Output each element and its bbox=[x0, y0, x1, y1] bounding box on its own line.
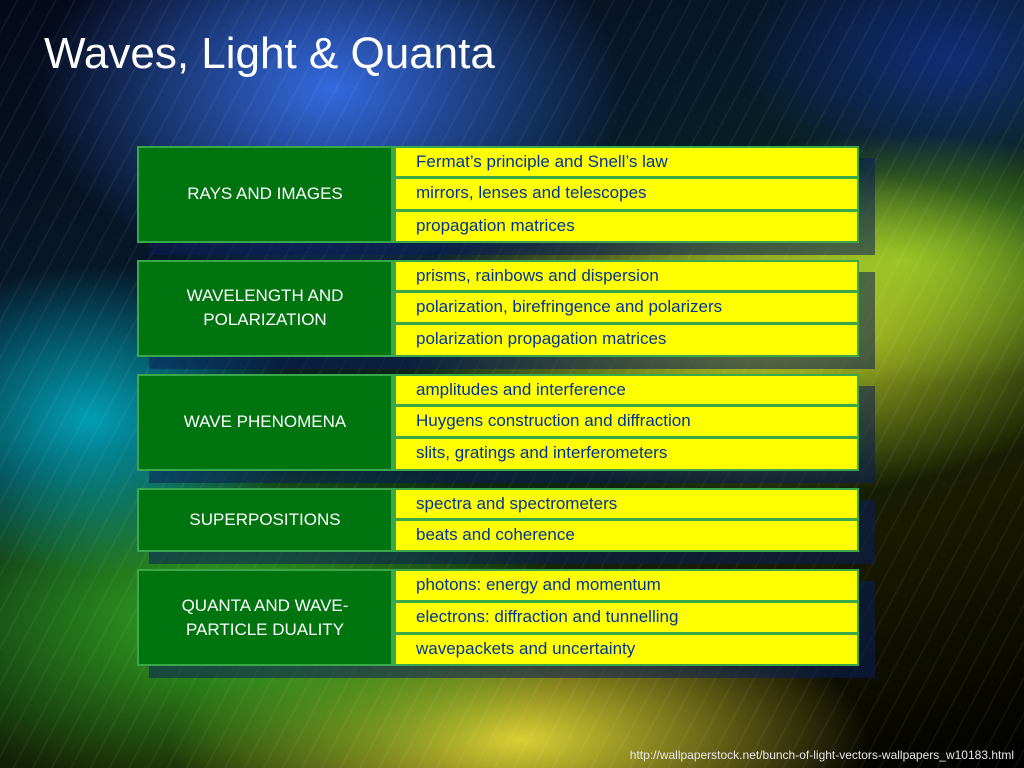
topic-group-quanta: QUANTA AND WAVE-PARTICLE DUALITY photons… bbox=[137, 569, 875, 679]
item-list: photons: energy and momentum electrons: … bbox=[393, 569, 859, 667]
topic-item: electrons: diffraction and tunnelling bbox=[393, 601, 859, 634]
topic-item: photons: energy and momentum bbox=[393, 569, 859, 602]
topic-item: spectra and spectrometers bbox=[393, 487, 859, 520]
topic-group-superpositions: SUPERPOSITIONS spectra and spectrometers… bbox=[137, 487, 875, 565]
topic-item: slits, gratings and interferometers bbox=[393, 438, 859, 471]
source-url: http://wallpaperstock.net/bunch-of-light… bbox=[629, 748, 1014, 762]
topic-item: polarization, birefringence and polarize… bbox=[393, 292, 859, 325]
topic-item: Fermat’s principle and Snell’s law bbox=[393, 146, 859, 179]
item-list: spectra and spectrometers beats and cohe… bbox=[393, 487, 859, 553]
topic-group-wavelength: WAVELENGTH AND POLARIZATION prisms, rain… bbox=[137, 259, 875, 369]
topic-item: prisms, rainbows and dispersion bbox=[393, 259, 859, 293]
slide-title: Waves, Light & Quanta bbox=[44, 29, 495, 78]
item-list: amplitudes and interference Huygens cons… bbox=[393, 373, 859, 471]
topic-group-rays: RAYS AND IMAGES Fermat’s principle and S… bbox=[137, 146, 875, 255]
item-list: prisms, rainbows and dispersion polariza… bbox=[393, 259, 859, 357]
topic-item: polarization propagation matrices bbox=[393, 324, 859, 357]
topic-group-wave-phenomena: WAVE PHENOMENA amplitudes and interferen… bbox=[137, 373, 875, 483]
topic-item: amplitudes and interference bbox=[393, 373, 859, 407]
topic-item: beats and coherence bbox=[393, 519, 859, 553]
category-cell: QUANTA AND WAVE-PARTICLE DUALITY bbox=[137, 569, 393, 667]
topic-item: Huygens construction and diffraction bbox=[393, 406, 859, 439]
topic-table: RAYS AND IMAGES Fermat’s principle and S… bbox=[137, 146, 875, 683]
category-cell: RAYS AND IMAGES bbox=[137, 146, 393, 243]
category-cell: WAVE PHENOMENA bbox=[137, 373, 393, 471]
topic-item: mirrors, lenses and telescopes bbox=[393, 178, 859, 211]
category-cell: SUPERPOSITIONS bbox=[137, 487, 393, 553]
topic-item: propagation matrices bbox=[393, 210, 859, 243]
topic-item: wavepackets and uncertainty bbox=[393, 633, 859, 667]
item-list: Fermat’s principle and Snell’s law mirro… bbox=[393, 146, 859, 243]
category-cell: WAVELENGTH AND POLARIZATION bbox=[137, 259, 393, 357]
